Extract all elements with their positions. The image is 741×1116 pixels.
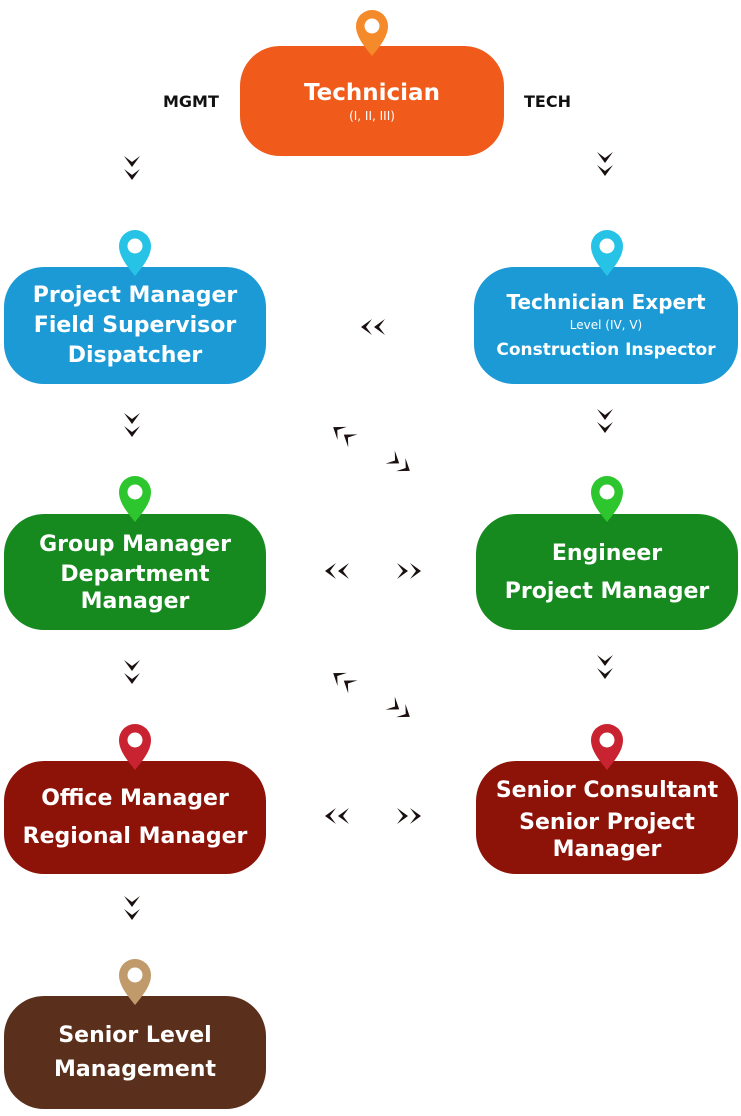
down-arrow-icon: [597, 409, 613, 433]
left-arrow-icon: [325, 563, 349, 579]
down-arrow-icon: [124, 156, 140, 180]
location-pin-icon: [591, 476, 623, 522]
node-technician-title: Technician: [304, 80, 440, 106]
node-mgmt-4-line-1: Senior Level: [58, 1022, 212, 1048]
diagonal-up-left-arrow-icon: [328, 420, 358, 448]
location-pin-icon: [591, 724, 623, 770]
node-tech-3-line-2: Senior Project: [519, 809, 695, 835]
node-mgmt-4-line-2: Management: [54, 1056, 216, 1082]
left-arrow-icon: [361, 319, 385, 335]
node-mgmt-4: Senior Level Management: [4, 996, 266, 1109]
location-pin-icon: [119, 724, 151, 770]
node-tech-3-line-1: Senior Consultant: [495, 777, 719, 803]
node-tech-3: Senior Consultant Senior Project Manager: [476, 761, 738, 874]
down-arrow-icon: [124, 660, 140, 684]
node-tech-2-line-1: Engineer: [551, 541, 663, 566]
node-mgmt-2-line-2: Department: [60, 562, 210, 587]
node-tech-2: Engineer Project Manager: [476, 514, 738, 630]
location-pin-icon: [119, 476, 151, 522]
left-arrow-icon: [325, 808, 349, 824]
node-mgmt-1-line-3: Dispatcher: [67, 342, 203, 368]
diagonal-up-left-arrow-icon: [328, 666, 358, 694]
location-pin-icon: [119, 230, 151, 276]
location-pin-icon: [591, 230, 623, 276]
diagonal-down-right-arrow-icon: [385, 450, 415, 478]
node-mgmt-3: Office Manager Regional Manager: [4, 761, 266, 874]
node-tech-3-line-3: Manager: [552, 836, 662, 862]
node-tech-1-sub: Level (IV, V): [569, 317, 643, 332]
down-arrow-icon: [597, 152, 613, 176]
down-arrow-icon: [124, 896, 140, 920]
node-mgmt-2-line-1: Group Manager: [39, 532, 231, 557]
node-mgmt-1-line-2: Field Supervisor: [33, 312, 237, 338]
down-arrow-icon: [124, 413, 140, 437]
track-label-mgmt: MGMT: [163, 92, 219, 111]
node-mgmt-1: Project Manager Field Supervisor Dispatc…: [4, 267, 266, 384]
node-mgmt-2: Group Manager Department Manager: [4, 514, 266, 630]
node-tech-1-title: Technician Expert: [506, 289, 706, 314]
node-tech-1: Technician Expert Level (IV, V) Construc…: [474, 267, 738, 384]
node-tech-2-line-2: Project Manager: [504, 579, 710, 604]
location-pin-icon: [356, 10, 388, 56]
node-technician: Technician (I, II, III): [240, 46, 504, 156]
node-mgmt-2-line-3: Manager: [80, 589, 190, 614]
node-mgmt-1-line-1: Project Manager: [32, 282, 238, 308]
node-mgmt-3-line-2: Regional Manager: [22, 823, 248, 849]
track-label-tech: TECH: [524, 92, 571, 111]
node-tech-1-line-2: Construction Inspector: [496, 339, 716, 360]
node-technician-sub: (I, II, III): [349, 109, 395, 123]
node-mgmt-3-line-1: Office Manager: [41, 785, 229, 811]
right-arrow-icon: [397, 563, 421, 579]
location-pin-icon: [119, 959, 151, 1005]
diagonal-down-right-arrow-icon: [385, 696, 415, 724]
down-arrow-icon: [597, 655, 613, 679]
right-arrow-icon: [397, 808, 421, 824]
